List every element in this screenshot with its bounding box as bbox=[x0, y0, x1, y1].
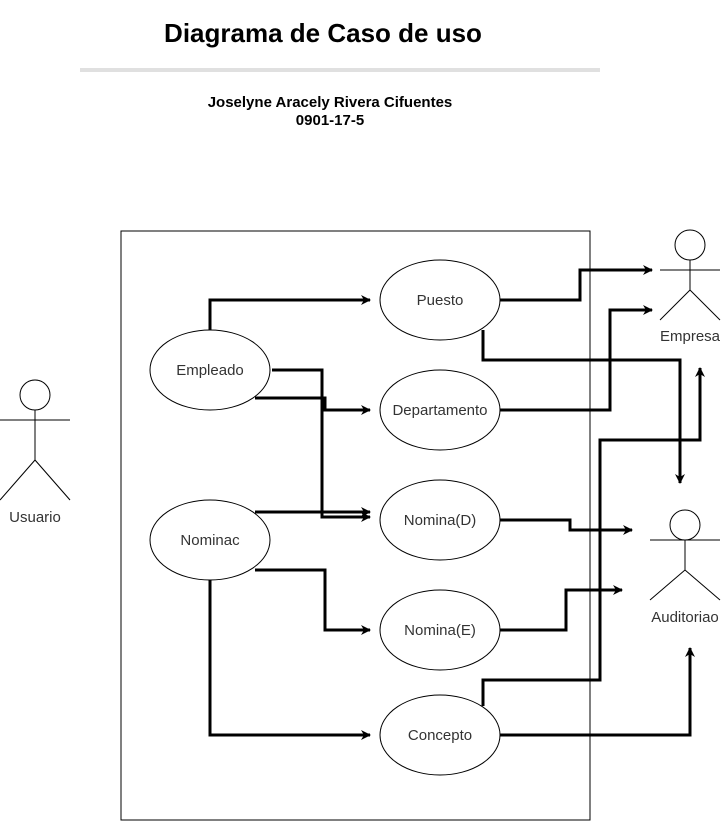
title-divider bbox=[80, 68, 600, 72]
author-id: 0901-17-5 bbox=[295, 112, 365, 129]
use-case-nomina-d-label: Nomina(D) bbox=[404, 512, 477, 529]
use-case-puesto-label: Puesto bbox=[417, 292, 464, 309]
use-case-nominac[interactable]: Nominac bbox=[149, 499, 271, 581]
edge-puesto-auditoria bbox=[481, 330, 685, 484]
use-case-concepto-label: Concepto bbox=[408, 727, 472, 744]
edge-nominac-nomina-e bbox=[255, 568, 371, 635]
edge-concepto-empresa bbox=[481, 367, 705, 706]
edge-empleado-departamento bbox=[255, 396, 371, 415]
edge-empleado-nomina-d bbox=[272, 368, 371, 522]
edge-nomina-d-auditoria bbox=[500, 518, 633, 535]
use-case-nomina-e[interactable]: Nomina(E) bbox=[379, 589, 501, 671]
actor-usuario[interactable] bbox=[0, 379, 71, 501]
use-case-nominac-label: Nominac bbox=[180, 532, 240, 549]
use-case-empleado[interactable]: Empleado bbox=[149, 329, 271, 411]
edge-concepto-auditoria bbox=[500, 647, 695, 737]
edge-nomina-e-auditoria bbox=[500, 585, 623, 632]
use-case-departamento[interactable]: Departamento bbox=[379, 369, 501, 451]
use-case-empleado-label: Empleado bbox=[176, 362, 244, 379]
use-case-nomina-e-label: Nomina(E) bbox=[404, 622, 476, 639]
system-boundary bbox=[120, 230, 591, 821]
connections bbox=[208, 265, 705, 740]
actor-empresa-head bbox=[674, 229, 706, 261]
author-block: Joselyne Aracely Rivera Cifuentes 0901-1… bbox=[0, 94, 660, 130]
actor-usuario-label: Usuario bbox=[9, 509, 61, 526]
actor-auditoria-label: Auditoriao bbox=[651, 609, 719, 626]
actor-auditoria[interactable] bbox=[649, 509, 721, 601]
diagram-title: Diagrama de Caso de uso bbox=[164, 18, 482, 48]
edge-nominac-concepto bbox=[208, 580, 371, 740]
actor-usuario-head bbox=[19, 379, 51, 411]
actor-empresa[interactable] bbox=[659, 229, 721, 321]
use-case-departamento-label: Departamento bbox=[392, 402, 487, 419]
edge-puesto-empresa bbox=[500, 265, 653, 302]
author-name: Joselyne Aracely Rivera Cifuentes bbox=[207, 94, 453, 111]
use-case-nomina-d[interactable]: Nomina(D) bbox=[379, 479, 501, 561]
edge-empleado-puesto bbox=[208, 295, 371, 332]
actor-empresa-label: Empresa bbox=[660, 328, 721, 345]
actor-auditoria-head bbox=[669, 509, 701, 541]
use-case-puesto[interactable]: Puesto bbox=[379, 259, 501, 341]
use-case-concepto[interactable]: Concepto bbox=[379, 694, 501, 776]
